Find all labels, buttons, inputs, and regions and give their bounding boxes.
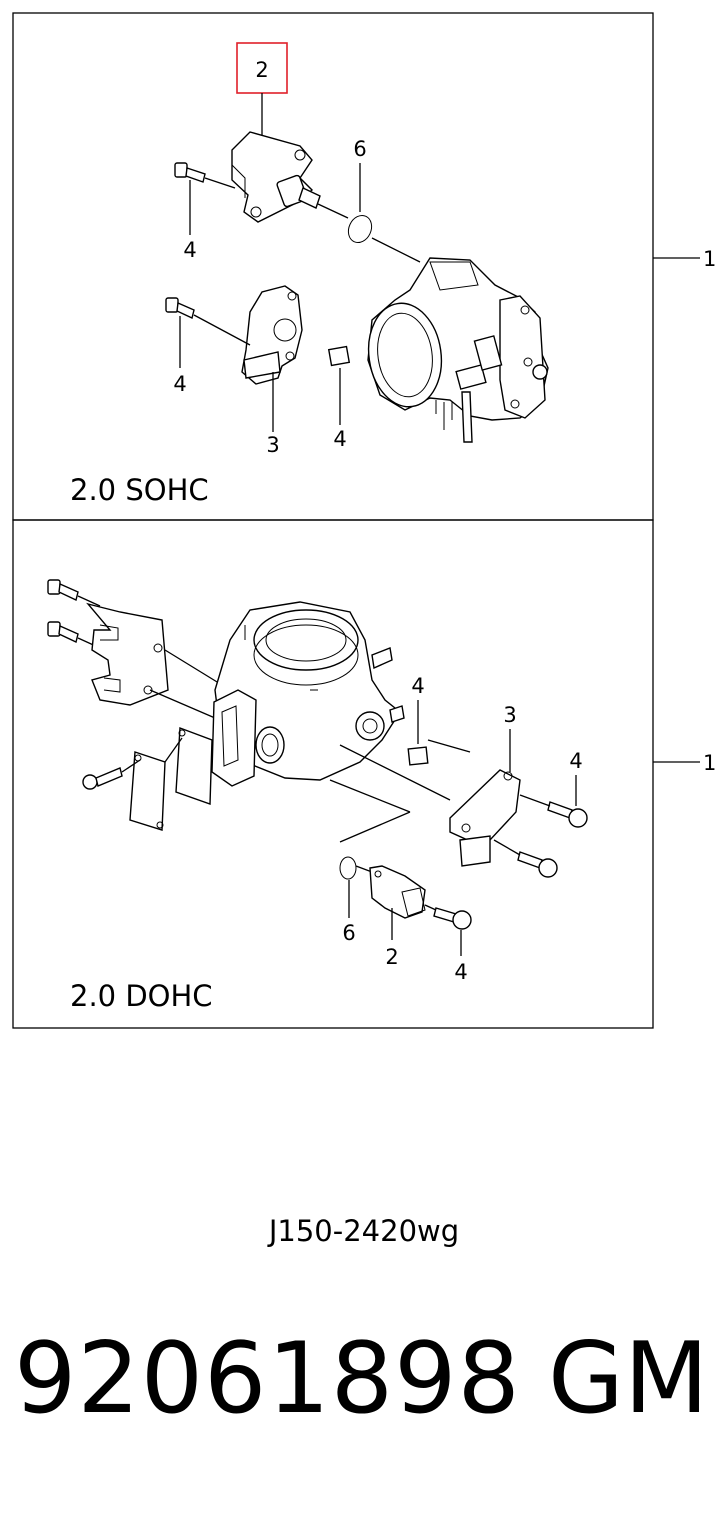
- callout-tps-dohc[interactable]: 3: [503, 703, 516, 727]
- callout-bolt-dohc-1[interactable]: 4: [569, 749, 582, 773]
- bolt-dohc-3: [82, 767, 123, 790]
- mounting-bracket-dohc: [86, 602, 169, 706]
- bolt-dohc-1: [47, 579, 79, 601]
- gasket-dohc-2: [175, 727, 213, 805]
- part-number: 92061898: [14, 1322, 521, 1436]
- callout-idle-air-valve-sohc[interactable]: 2: [255, 58, 268, 82]
- callout-bolt-sohc-1[interactable]: 4: [183, 238, 196, 262]
- bolt-sohc-2: [165, 297, 195, 319]
- bolt-dohc-2: [47, 621, 79, 643]
- idle-air-control-valve-dohc: [369, 865, 426, 919]
- bolt-dohc-5: [517, 851, 558, 878]
- callout-o-ring-dohc[interactable]: 6: [342, 921, 355, 945]
- callout-clip-sohc[interactable]: 4: [333, 427, 346, 451]
- section-title-sohc: 2.0 SOHC: [70, 473, 209, 507]
- assembly-ref-dohc: 1: [703, 751, 716, 775]
- panel-frame-dohc: [12, 519, 654, 1029]
- callout-bolt-sohc-2[interactable]: 4: [173, 372, 186, 396]
- leader-line: [519, 794, 551, 807]
- idle-air-control-valve-sohc: [231, 131, 321, 223]
- callout-o-ring-sohc[interactable]: 6: [353, 137, 366, 161]
- throttle-body-dohc: [211, 601, 405, 787]
- leader-line: [164, 649, 223, 686]
- gasket-dohc-1: [129, 751, 166, 831]
- callout-clip-dohc[interactable]: 4: [411, 674, 424, 698]
- clip-dohc: [407, 746, 429, 766]
- callout-bolt-dohc-2[interactable]: 4: [454, 960, 467, 984]
- throttle-position-sensor-dohc: [449, 769, 521, 867]
- callout-iac-dohc[interactable]: 2: [385, 945, 398, 969]
- leader-line: [164, 737, 183, 763]
- assembly-ref-sohc: 1: [703, 247, 716, 271]
- leader-line: [204, 177, 236, 189]
- throttle-position-sensor-sohc: [241, 285, 303, 385]
- parts-diagram: 1 1 2 4 6 4 3 4: [12, 12, 716, 1029]
- callout-tps-sohc[interactable]: 3: [266, 433, 279, 457]
- throttle-body-sohc: [367, 257, 549, 443]
- bolt-dohc-6: [433, 907, 472, 930]
- leader-line: [121, 759, 141, 773]
- leader-line: [317, 203, 349, 219]
- leader-line: [371, 237, 421, 263]
- leader-line: [149, 689, 216, 719]
- bolt-dohc-4: [547, 801, 588, 828]
- leader-line: [193, 314, 251, 346]
- leader-line: [493, 839, 521, 856]
- leader-line: [427, 739, 471, 753]
- leader-line: [339, 744, 451, 801]
- leader-line: [355, 865, 373, 873]
- clip-sohc: [327, 345, 351, 367]
- bolt-sohc-1: [174, 162, 206, 183]
- brand-name: GM: [548, 1322, 709, 1436]
- o-ring-dohc: [339, 856, 357, 880]
- section-title-dohc: 2.0 DOHC: [70, 979, 213, 1013]
- leader-line: [77, 595, 101, 607]
- o-ring-sohc: [347, 214, 373, 244]
- leader-line: [424, 904, 437, 911]
- leader-line: [339, 811, 411, 843]
- drawing-code: J150-2420wg: [268, 1214, 460, 1248]
- leader-line: [329, 779, 411, 813]
